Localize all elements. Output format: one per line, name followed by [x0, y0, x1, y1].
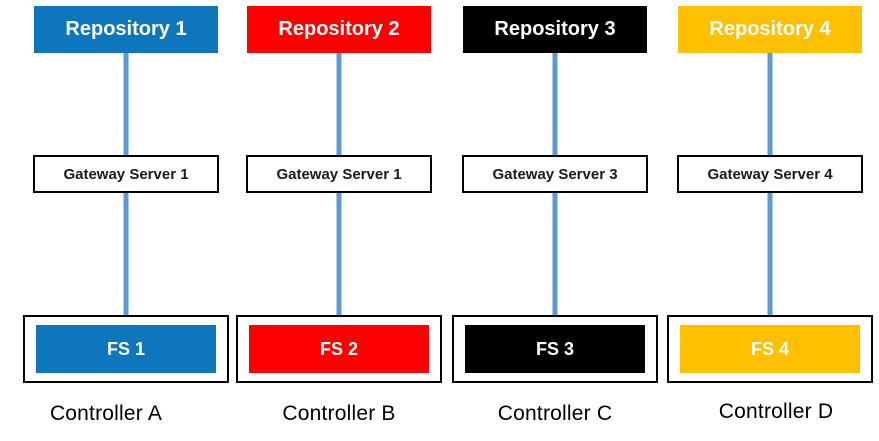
controller-label: Controller C [497, 402, 613, 425]
gateway-server-box: Gateway Server 4 [677, 155, 863, 193]
fs-box: FS 4 [680, 325, 860, 373]
repository-box: Repository 1 [34, 6, 218, 53]
controller-label: Controller A [49, 402, 163, 425]
diagram-column-4: Repository 4 Gateway Server 4 FS 4 Contr… [665, 0, 875, 441]
fs-outer-box: FS 2 [236, 315, 442, 383]
fs-outer-box: FS 3 [452, 315, 658, 383]
controller-label: Controller D [718, 400, 834, 423]
diagram-column-3: Repository 3 Gateway Server 3 FS 3 Contr… [450, 0, 660, 441]
repository-box: Repository 2 [247, 6, 431, 53]
gateway-server-box: Gateway Server 1 [33, 155, 219, 193]
gateway-server-box: Gateway Server 3 [462, 155, 648, 193]
diagram-column-1: Repository 1 Gateway Server 1 FS 1 Contr… [21, 0, 231, 441]
fs-box: FS 1 [36, 325, 216, 373]
fs-box: FS 2 [249, 325, 429, 373]
fs-box: FS 3 [465, 325, 645, 373]
repository-box: Repository 3 [463, 6, 647, 53]
fs-outer-box: FS 4 [667, 315, 873, 383]
repository-box: Repository 4 [678, 6, 862, 53]
gateway-server-box: Gateway Server 1 [246, 155, 432, 193]
controller-label: Controller B [282, 402, 396, 425]
diagram-column-2: Repository 2 Gateway Server 1 FS 2 Contr… [234, 0, 444, 441]
fs-outer-box: FS 1 [23, 315, 229, 383]
